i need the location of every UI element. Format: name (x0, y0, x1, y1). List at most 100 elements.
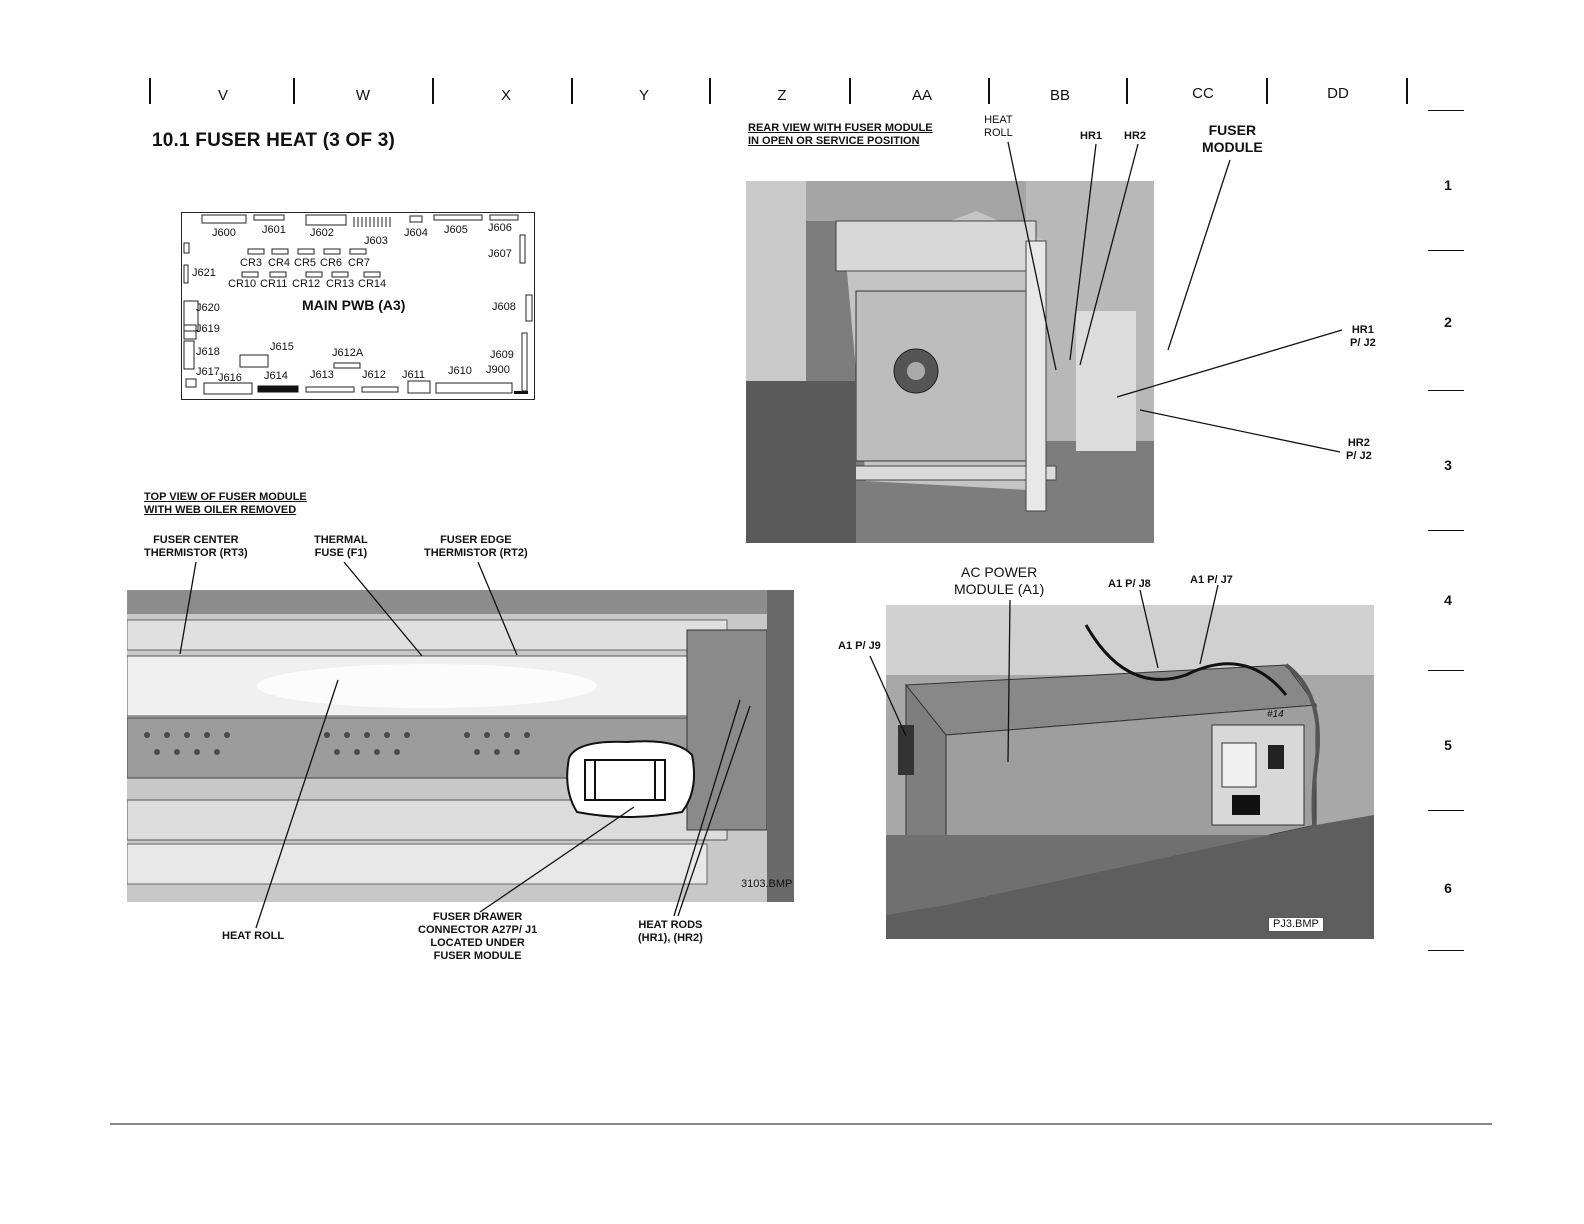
pwb-title: MAIN PWB (A3) (302, 297, 406, 313)
diode-label: CR12 (292, 278, 321, 290)
column-divider (849, 78, 851, 104)
column-label-y: Y (638, 87, 649, 104)
column-divider (1126, 78, 1128, 104)
callout-line: THERMAL (314, 534, 368, 546)
top-view-caption: TOP VIEW OF FUSER MODULE WITH WEB OILER … (144, 491, 307, 517)
center-thermistor-callout: FUSER CENTER THERMISTOR (RT3) (144, 534, 248, 560)
row-divider (1428, 950, 1464, 951)
pwb-outline-graphic (183, 214, 533, 395)
row-label-5: 5 (1444, 737, 1452, 753)
a1-pj9-callout: A1 P/ J9 (838, 640, 881, 652)
caption-line: TOP VIEW OF FUSER MODULE (144, 491, 307, 503)
callout-line: MODULE (1202, 139, 1263, 155)
callout-line: CONNECTOR A27P/ J1 (418, 924, 538, 936)
callout-line: THERMISTOR (RT2) (424, 547, 528, 559)
connector-label: J619 (196, 323, 220, 335)
connector-label: J609 (490, 349, 514, 361)
hr2-pj2-callout: HR2 P/ J2 (1346, 437, 1372, 463)
callout-line: P/ J2 (1350, 337, 1376, 349)
connector-label: J605 (444, 224, 468, 236)
row-label-2: 2 (1444, 314, 1452, 330)
connector-label: J601 (262, 224, 286, 236)
column-label-x: X (500, 87, 511, 104)
diode-label: CR3 (240, 257, 263, 269)
connector-label: J600 (212, 227, 236, 239)
row-divider (1428, 390, 1464, 391)
callout-line: P/ J2 (1346, 450, 1372, 462)
caption-line: REAR VIEW WITH FUSER MODULE (748, 122, 933, 134)
ac-module-photo-graphic (886, 605, 1374, 939)
column-label-z: Z (777, 87, 787, 104)
connector-label: J900 (486, 364, 510, 376)
thermal-fuse-callout: THERMAL FUSE (F1) (314, 534, 368, 560)
top-view-photo: 3103.BMP (127, 590, 794, 902)
connector-label: J617 (196, 366, 220, 378)
callout-line: FUSER MODULE (433, 950, 522, 962)
connector-label: J621 (192, 267, 216, 279)
row-label-3: 3 (1444, 457, 1452, 473)
connector-label: J607 (488, 248, 512, 260)
callout-line: FUSER DRAWER (432, 911, 523, 923)
callout-line: AC POWER (961, 564, 1038, 580)
callout-line: MODULE (A1) (954, 581, 1045, 597)
row-divider (1428, 810, 1464, 811)
connector-label: J614 (264, 370, 288, 382)
connector-label: J610 (448, 365, 472, 377)
column-divider (571, 78, 573, 104)
callout-line: THERMISTOR (RT3) (144, 547, 248, 559)
diode-label: CR14 (358, 278, 387, 290)
caption-line: IN OPEN OR SERVICE POSITION (748, 135, 920, 147)
connector-label: J618 (196, 346, 220, 358)
row-divider (1428, 670, 1464, 671)
a1-pj7-callout: A1 P/ J7 (1190, 574, 1233, 586)
connector-label: J612 (362, 369, 386, 381)
callout-line: LOCATED UNDER (430, 937, 525, 949)
hr1-callout: HR1 (1080, 130, 1103, 142)
heat-rods-callout: HEAT RODS (HR1), (HR2) (638, 919, 703, 945)
column-divider (1406, 78, 1408, 104)
diode-label: CR5 (294, 257, 317, 269)
hr1-pj2-callout: HR1 P/ J2 (1350, 324, 1376, 350)
connector-label: J612A (332, 347, 364, 359)
heat-roll-label: HEAT ROLL (222, 930, 285, 942)
diode-label: CR11 (260, 278, 288, 290)
row-label-1: 1 (1444, 177, 1452, 193)
diode-label: CR7 (348, 257, 371, 269)
hr2-callout: HR2 (1124, 130, 1147, 142)
row-label-4: 4 (1444, 592, 1452, 608)
fuser-module-callout: FUSER MODULE (1202, 122, 1263, 156)
diode-label: CR10 (228, 278, 257, 290)
callout-line: (HR1), (HR2) (638, 932, 703, 944)
module-marker: #14 (1267, 709, 1284, 720)
row-divider (1428, 250, 1464, 251)
column-divider (293, 78, 295, 104)
column-divider (988, 78, 990, 104)
callout-line: HR1 (1351, 324, 1374, 336)
column-divider (1266, 78, 1268, 104)
a1-pj8-callout: A1 P/ J8 (1108, 578, 1151, 590)
callout-line: FUSER CENTER (153, 534, 239, 546)
callout-line: FUSER (1208, 122, 1257, 138)
column-divider (149, 78, 151, 104)
ac-module-photo: #14 PJ3.BMP (886, 605, 1374, 939)
file-name: 3103.BMP (741, 878, 793, 890)
column-label-dd: DD (1327, 85, 1349, 102)
callout-line: FUSE (F1) (314, 547, 368, 559)
diode-label: CR13 (326, 278, 355, 290)
connector-label: J606 (488, 222, 512, 234)
heat-roll-callout: HEAT ROLL (984, 114, 1013, 140)
main-pwb-diagram: J600 J601 J602 J603 J604 J605 J606 J607 … (181, 212, 535, 400)
column-divider (709, 78, 711, 104)
column-label-aa: AA (911, 87, 932, 104)
rear-view-caption: REAR VIEW WITH FUSER MODULE IN OPEN OR S… (748, 122, 933, 148)
column-label-w: W (355, 87, 371, 104)
connector-label: J620 (196, 302, 220, 314)
callout-line: ROLL (984, 127, 1013, 139)
column-label-v: V (217, 87, 228, 104)
column-divider (432, 78, 434, 104)
edge-thermistor-callout: FUSER EDGE THERMISTOR (RT2) (424, 534, 528, 560)
callout-line: FUSER EDGE (440, 534, 512, 546)
column-label-bb: BB (1049, 87, 1070, 104)
column-label-cc: CC (1192, 85, 1214, 102)
